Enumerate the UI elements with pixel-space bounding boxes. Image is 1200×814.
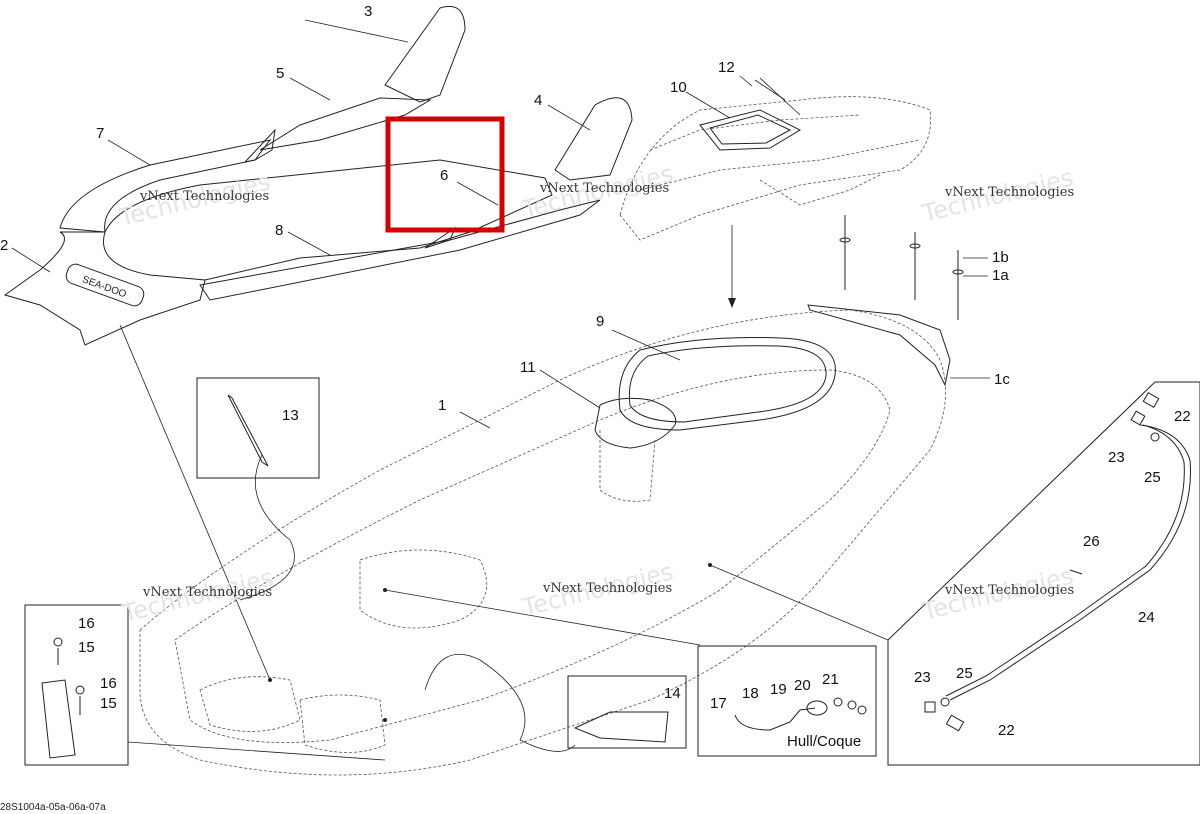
- callout-15-bottom: 15: [100, 695, 117, 712]
- inset-parts-15-16: [24, 604, 129, 766]
- callout-5: 5: [276, 65, 284, 82]
- leader-lines: [11, 19, 990, 761]
- callout-21: 21: [822, 671, 839, 688]
- mat-part-7: [59, 139, 272, 233]
- side-pad-part-4: [554, 97, 633, 181]
- callout-20: 20: [794, 677, 811, 694]
- inset-parts-22-26: [887, 381, 1200, 766]
- watermark-text-3: vNext Technologies: [944, 185, 1074, 200]
- hull-part-1: [139, 309, 946, 776]
- callout-16-bottom: 16: [100, 675, 117, 692]
- mat-connector-2: [424, 226, 457, 249]
- callout-7: 7: [96, 125, 104, 142]
- callout-1c: 1c: [994, 371, 1010, 388]
- rear-pad-part-3: [384, 5, 466, 103]
- callout-14: 14: [664, 685, 681, 702]
- callout-19: 19: [770, 681, 787, 698]
- callout-labels: 3 5 7 4 6 8 2 12 10 1b 1a 1c 9 11 1 13 2…: [0, 3, 1191, 739]
- callout-2: 2: [0, 237, 8, 254]
- watermark-text-1: vNext Technologies: [139, 189, 269, 204]
- callout-24: 24: [1138, 609, 1155, 626]
- inset-part-14: [567, 675, 687, 749]
- mat-connector: [243, 128, 276, 163]
- callout-1: 1: [438, 397, 446, 414]
- callout-22-top: 22: [1174, 408, 1191, 425]
- mat-center-outline: [104, 159, 553, 281]
- callout-10: 10: [670, 79, 687, 96]
- bolt-group-1a-1b: [839, 215, 964, 320]
- callout-6: 6: [440, 167, 448, 184]
- callout-4: 4: [534, 92, 542, 109]
- watermark-text-4: vNext Technologies: [142, 585, 272, 600]
- callout-9: 9: [596, 313, 604, 330]
- svg-text:SEA-DOO: SEA-DOO: [81, 274, 128, 300]
- seal-part-11: [594, 397, 677, 449]
- seal-part-9: [618, 337, 836, 431]
- mat-part-8: [199, 199, 601, 301]
- callout-8: 8: [275, 222, 283, 239]
- hull-label: Hull/Coque: [787, 733, 861, 750]
- inset-parts-17-21: [697, 645, 877, 757]
- side-pad-part-5: [259, 97, 432, 151]
- deck-subassembly-part-10: [619, 96, 932, 241]
- callout-18: 18: [742, 685, 759, 702]
- callout-12: 12: [718, 59, 735, 76]
- deck-mat-group: SEA-DOO: [3, 5, 633, 346]
- inset-part-13: [196, 377, 320, 479]
- watermark-text-6: vNext Technologies: [944, 583, 1074, 598]
- callout-15-top: 15: [78, 639, 95, 656]
- callout-1b: 1b: [992, 249, 1009, 266]
- callout-25-top: 25: [1144, 469, 1161, 486]
- callout-11: 11: [520, 359, 536, 376]
- highlight-box-part-6: [385, 116, 505, 233]
- callout-1a: 1a: [992, 267, 1009, 284]
- callout-13: 13: [282, 407, 299, 424]
- hose-part-24: [949, 424, 1191, 701]
- mat-part-2: [3, 231, 206, 346]
- deck-seal-part-10: [699, 109, 802, 151]
- figure-code: 28S1004a-05a-06a-07a: [0, 802, 106, 813]
- callout-16-top: 16: [78, 615, 95, 632]
- seadoo-logo: SEA-DOO: [65, 263, 145, 307]
- callout-22-bottom: 22: [998, 722, 1015, 739]
- callout-26: 26: [1083, 533, 1100, 550]
- watermark-text-5: vNext Technologies: [542, 581, 672, 596]
- callout-3: 3: [364, 3, 372, 20]
- watermark-text-2: vNext Technologies: [539, 181, 669, 196]
- rear-bumper-part-1c: [807, 304, 951, 387]
- watermarks: Technologies vNext Technologies Technolo…: [116, 159, 1076, 628]
- callout-17: 17: [710, 695, 727, 712]
- callout-25-bottom: 25: [956, 665, 973, 682]
- callout-23-top: 23: [1108, 449, 1125, 466]
- callout-23-bottom: 23: [914, 669, 931, 686]
